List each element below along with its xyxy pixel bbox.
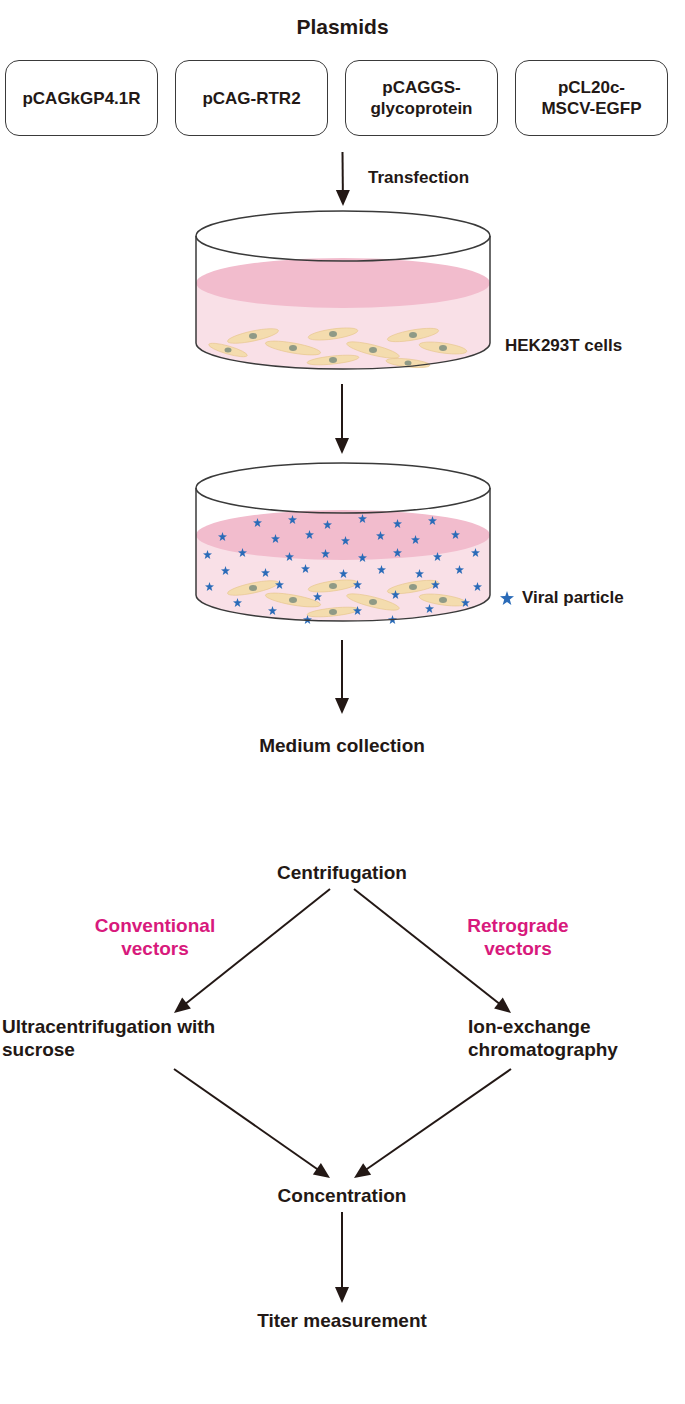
legend-item: Viral particle bbox=[500, 588, 624, 608]
flow-arrow bbox=[174, 889, 330, 1013]
edge-label: Conventional vectors bbox=[80, 914, 230, 960]
node-text: Titer measurement bbox=[257, 1309, 427, 1332]
flow-arrow bbox=[336, 152, 350, 206]
node-text: Medium collection bbox=[259, 734, 425, 757]
group-heading: Plasmids bbox=[0, 15, 685, 39]
legend-text: Viral particle bbox=[522, 588, 624, 608]
node-text: pCAG-RTR2 bbox=[202, 88, 300, 109]
flow-arrow bbox=[174, 1069, 330, 1178]
culture-dish bbox=[193, 208, 493, 380]
plasmid-box: pCAGGS- glycoprotein bbox=[345, 60, 498, 136]
edge-label: Transfection bbox=[368, 168, 528, 188]
star-symbol bbox=[500, 591, 514, 605]
plasmid-box: pCAGkGP4.1R bbox=[5, 60, 158, 136]
plasmid-box: pCL20c- MSCV-EGFP bbox=[515, 60, 668, 136]
plasmid-box: pCAG-RTR2 bbox=[175, 60, 328, 136]
node-text: pCAGGS- glycoprotein bbox=[360, 77, 483, 119]
process-step: Medium collection bbox=[192, 730, 492, 760]
dish-label: HEK293T cells bbox=[505, 336, 622, 356]
node-text: Ion-exchange chromatography bbox=[468, 1015, 683, 1061]
process-step: Titer measurement bbox=[192, 1305, 492, 1335]
node-text: Centrifugation bbox=[277, 861, 407, 884]
edge-label: Retrograde vectors bbox=[458, 914, 578, 960]
viral-particles bbox=[203, 514, 482, 624]
process-step: Centrifugation bbox=[192, 857, 492, 887]
node-text: pCAGkGP4.1R bbox=[22, 88, 140, 109]
node-text: Ultracentrifugation with sucrose bbox=[2, 1015, 217, 1061]
plasmid-group: Plasmids pCAGkGP4.1R pCAG-RTR2 pCAGGS- glyc… bbox=[0, 15, 685, 150]
flow-arrow bbox=[354, 1069, 511, 1178]
process-step: Ion-exchange chromatography bbox=[468, 1015, 683, 1067]
flow-arrow bbox=[335, 1212, 349, 1303]
process-step: Ultracentrifugation with sucrose bbox=[2, 1015, 217, 1067]
process-step: Concentration bbox=[192, 1180, 492, 1210]
node-text: Concentration bbox=[278, 1184, 407, 1207]
culture-dish bbox=[193, 460, 493, 632]
cell-dish: HEK293T cells bbox=[193, 208, 493, 378]
node-text: pCL20c- MSCV-EGFP bbox=[530, 77, 653, 119]
